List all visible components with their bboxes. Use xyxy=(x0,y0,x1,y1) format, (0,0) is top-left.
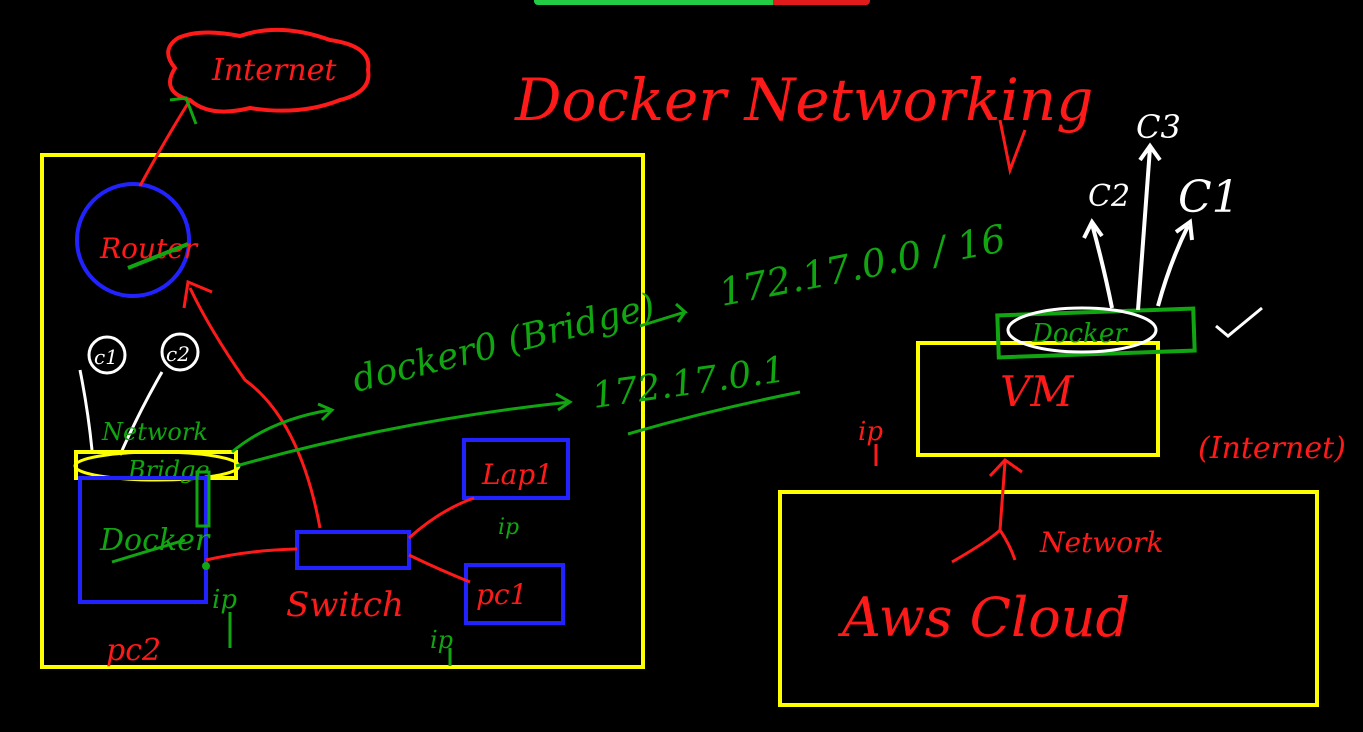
bridge-to-gateway-arrow xyxy=(235,392,573,468)
docker-vm-box xyxy=(995,306,1197,360)
internet-cloud-shape xyxy=(166,27,371,114)
aws-cloud-frame xyxy=(778,490,1319,707)
switch-label: Switch xyxy=(286,585,404,625)
vm-to-c3-arrow xyxy=(1136,142,1162,311)
router-underline xyxy=(127,242,189,270)
vm-ip-label: ip xyxy=(858,417,883,447)
router-circle xyxy=(75,182,191,298)
lap1-ip-label: ip xyxy=(498,515,519,540)
docker-host-underline xyxy=(111,538,186,564)
c1-to-bridge-link xyxy=(78,369,94,451)
c2-to-bridge-link xyxy=(118,371,164,456)
progress-remaining xyxy=(772,0,870,5)
title-underline-arrow xyxy=(998,119,1027,176)
container-c2-label: c2 xyxy=(166,342,190,366)
switch-to-pc2-line xyxy=(205,547,298,562)
pc1-box xyxy=(464,563,565,625)
container-c1-right-label: C1 xyxy=(1178,172,1240,223)
vm-box xyxy=(916,341,1160,457)
container-c1-label: c1 xyxy=(94,345,118,369)
diagram-title: Docker Networking xyxy=(514,66,1093,134)
docker-vm-ellipse xyxy=(1006,306,1158,354)
gateway-underline xyxy=(627,390,801,436)
docker0-arrow xyxy=(639,302,688,328)
network-label: Network xyxy=(1039,526,1164,559)
pc2-label: pc2 xyxy=(106,633,161,668)
container-c2-circle xyxy=(160,332,200,372)
pc2-ip-label: ip xyxy=(212,585,237,615)
container-c3-label: C3 xyxy=(1136,108,1181,146)
docker-host-label: Docker xyxy=(99,523,211,558)
internet-arrow-tip xyxy=(169,96,198,125)
switch-to-pc1-line xyxy=(408,553,471,584)
aws-cloud-label: Aws Cloud xyxy=(837,586,1130,649)
vm-to-c2-arrow xyxy=(1082,218,1114,309)
pc1-label: pc1 xyxy=(476,578,527,611)
switch-to-lap1-line xyxy=(407,496,475,540)
check-mark xyxy=(1215,306,1263,338)
switch-to-router-line xyxy=(188,287,322,529)
subnet-label: 172.17.0.0 / 16 xyxy=(715,216,1009,315)
progress-fill xyxy=(534,0,773,5)
gateway-ip-label: 172.17.0.1 xyxy=(590,349,788,417)
pc2-port-dot xyxy=(202,562,210,570)
lap1-box xyxy=(462,438,570,500)
router-arrow-head xyxy=(182,279,213,309)
host-machine-frame xyxy=(40,153,645,669)
router-to-internet-line xyxy=(138,99,192,187)
vm-to-c1-arrow xyxy=(1156,218,1194,307)
internet-right-label: (Internet) xyxy=(1198,431,1346,466)
internet-label: Internet xyxy=(211,53,337,88)
network-to-vm-arrow xyxy=(951,458,1023,564)
container-c2-right-label: C2 xyxy=(1088,179,1130,214)
lap1-label: Lap1 xyxy=(481,458,553,491)
docker-vm-label: Docker xyxy=(1031,319,1128,349)
container-c1-circle xyxy=(87,335,127,375)
switch-box xyxy=(295,530,411,570)
pc1-ip-label: ip xyxy=(430,626,453,654)
network-bridge-label-1: Network xyxy=(101,418,208,446)
bridge-to-docker0-arrow xyxy=(231,402,335,454)
bridge-plug xyxy=(195,470,211,528)
vm-label: VM xyxy=(1000,367,1074,416)
pc2-box xyxy=(78,476,208,604)
recording-progress-bar xyxy=(534,0,870,5)
